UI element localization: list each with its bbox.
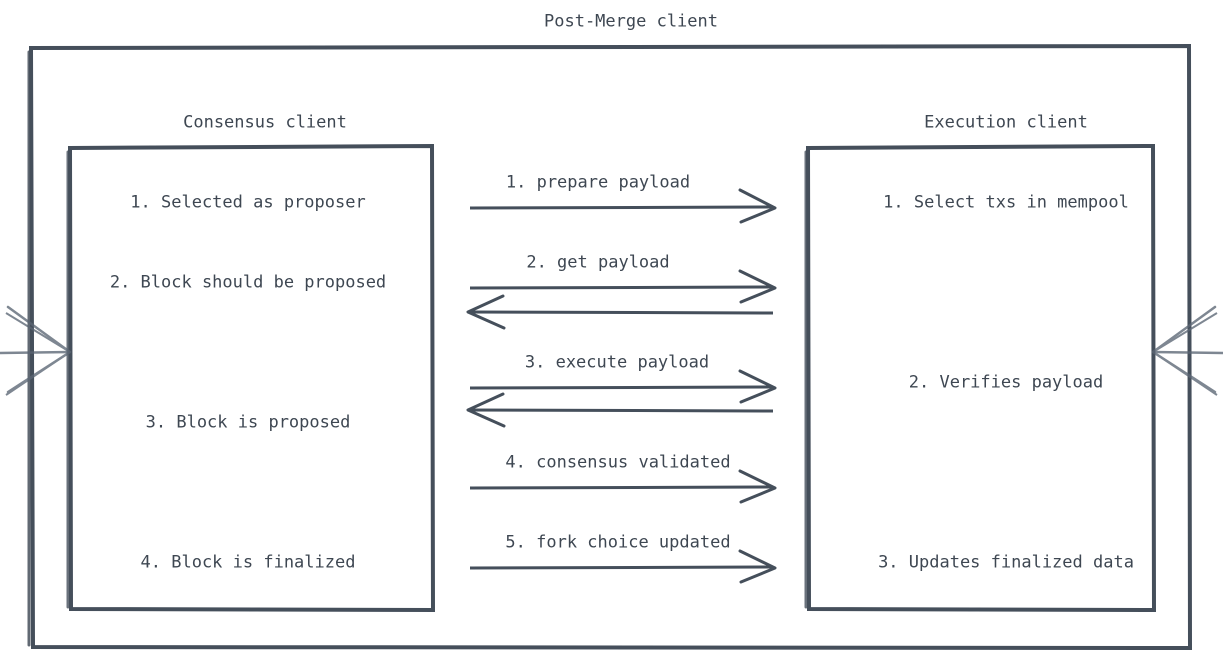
left-network-connector bbox=[0, 305, 72, 396]
right-network-connector bbox=[1151, 305, 1223, 396]
execution-item-1: 1. Select txs in mempool bbox=[883, 192, 1129, 213]
arrow-get-payload-request bbox=[469, 269, 777, 304]
execution-client-box bbox=[804, 143, 1157, 613]
outer-container-box bbox=[27, 43, 1193, 651]
arrow-get-payload-response bbox=[466, 294, 774, 330]
execution-item-3: 3. Updates finalized data bbox=[878, 552, 1134, 573]
consensus-item-4: 4. Block is finalized bbox=[140, 552, 356, 573]
arrow-label-consensus-validated: 4. consensus validated bbox=[505, 452, 731, 473]
arrow-consensus-validated bbox=[469, 469, 777, 504]
arrow-fork-choice-updated bbox=[469, 549, 777, 584]
arrow-label-execute-payload: 3. execute payload bbox=[524, 352, 710, 373]
panel-title-execution-client: Execution client bbox=[924, 112, 1088, 133]
arrow-label-get-payload: 2. get payload bbox=[526, 252, 670, 273]
diagram-title: Post-Merge client bbox=[544, 11, 718, 32]
arrow-label-prepare-payload: 1. prepare payload bbox=[505, 172, 691, 193]
arrow-prepare-payload bbox=[469, 188, 777, 224]
arrow-execute-payload-response bbox=[466, 392, 774, 428]
consensus-client-box bbox=[66, 143, 436, 613]
consensus-item-1: 1. Selected as proposer bbox=[130, 192, 366, 213]
execution-item-2: 2. Verifies payload bbox=[908, 372, 1104, 393]
consensus-item-3: 3. Block is proposed bbox=[145, 412, 351, 433]
consensus-item-2: 2. Block should be proposed bbox=[109, 272, 387, 293]
panel-title-consensus-client: Consensus client bbox=[183, 112, 347, 133]
arrow-execute-payload-request bbox=[469, 369, 777, 404]
arrow-label-fork-choice-updated: 5. fork choice updated bbox=[505, 532, 731, 553]
